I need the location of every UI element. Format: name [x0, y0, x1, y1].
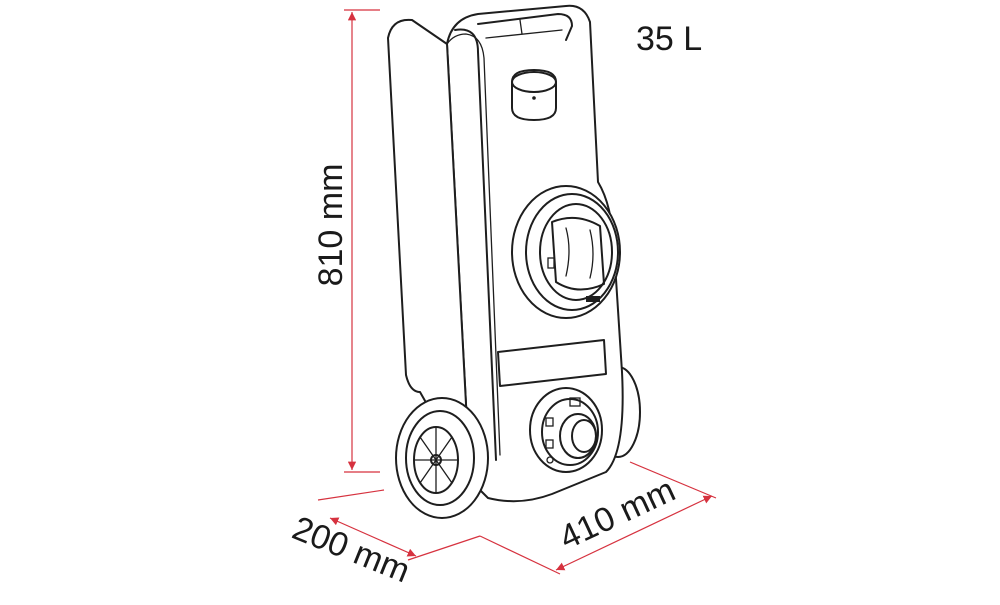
carry-handle — [477, 13, 573, 41]
front-wheel — [395, 397, 489, 519]
width-extension-left — [479, 535, 561, 575]
drain-outlet — [529, 387, 603, 473]
dimension-lines — [317, 9, 717, 575]
handle-ridge — [454, 28, 497, 461]
depth-extension-left — [317, 489, 385, 501]
volume-label: 35 L — [636, 20, 702, 58]
handle-ridge-inner — [446, 33, 501, 456]
width-extension-right — [629, 461, 717, 499]
depth-extension-right — [407, 535, 481, 561]
height-label: 810 mm — [312, 164, 350, 287]
large-lid — [511, 185, 621, 319]
tank-side-panel — [387, 18, 471, 481]
depth-label: 200 mm — [287, 509, 415, 590]
filler-cap — [511, 69, 557, 121]
width-dimension-line — [555, 495, 713, 571]
label-panel — [497, 339, 607, 387]
water-tank-illustration — [387, 4, 641, 519]
depth-dimension-line — [329, 517, 417, 557]
